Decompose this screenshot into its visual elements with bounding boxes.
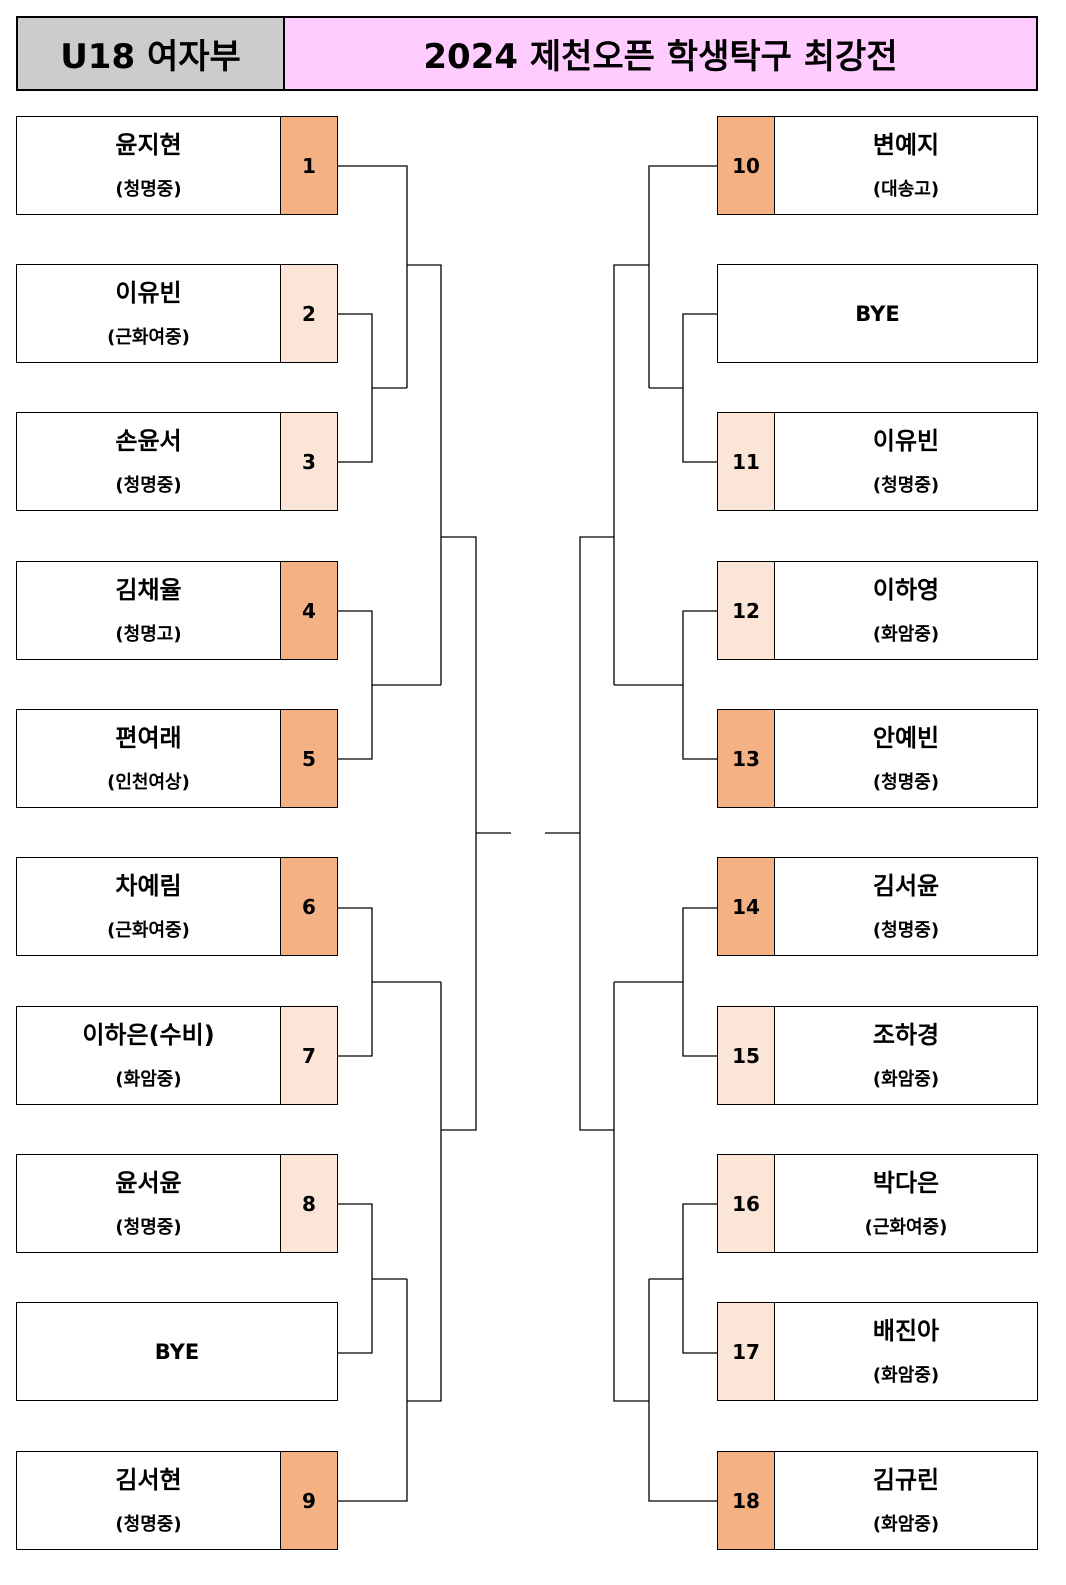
seed-number: 13 (718, 710, 775, 807)
player-school: (화암중) (872, 623, 940, 645)
player-school: (청명중) (872, 771, 940, 793)
bracket-line (649, 313, 717, 463)
bracket-line (407, 982, 442, 1402)
player-school: (화암중) (872, 1364, 940, 1386)
player-name: 김서현 (115, 1465, 182, 1494)
player-name: 이유빈 (115, 278, 182, 307)
player-school: (화암중) (872, 1513, 940, 1535)
player-card: 이하은(수비) (화암중) 7 (16, 1006, 338, 1105)
seed-number: 12 (718, 562, 775, 659)
seed-number: 3 (280, 413, 337, 510)
bracket-line (648, 1279, 717, 1502)
bracket-line (338, 165, 408, 388)
player-name: 차예림 (115, 871, 182, 900)
bracket-line (579, 536, 614, 1131)
player-card: 손윤서 (청명중) 3 (16, 412, 338, 511)
player-school: (청명중) (115, 474, 182, 496)
bracket-line (338, 313, 407, 463)
player-name: 배진아 (872, 1316, 940, 1345)
bracket-line (613, 264, 649, 685)
player-school: (청명중) (872, 474, 940, 496)
player-name: 박다은 (872, 1168, 940, 1197)
bracket-line (338, 1279, 408, 1502)
bye-card: BYE (717, 264, 1038, 363)
seed-number: 6 (280, 858, 337, 955)
player-school: (청명고) (115, 623, 182, 645)
seed-number: 17 (718, 1303, 775, 1400)
player-school: (인천여상) (107, 771, 190, 793)
bye-label: BYE (855, 301, 900, 326)
player-name: 손윤서 (115, 426, 182, 455)
seed-number: 5 (280, 710, 337, 807)
player-name: 이유빈 (872, 426, 940, 455)
player-name: 안예빈 (872, 723, 940, 752)
seed-number: 14 (718, 858, 775, 955)
player-school: (근화여중) (107, 326, 190, 348)
player-card: 윤지현 (청명중) 1 (16, 116, 338, 215)
player-card: 14 김서윤 (청명중) (717, 857, 1038, 956)
seed-number: 1 (280, 117, 337, 214)
player-school: (대송고) (872, 178, 940, 200)
seed-number: 10 (718, 117, 775, 214)
player-name: 김채율 (115, 575, 182, 604)
player-school: (청명중) (115, 178, 182, 200)
seed-number: 15 (718, 1007, 775, 1104)
player-school: (화암중) (115, 1068, 182, 1090)
bracket-line (338, 610, 441, 760)
tournament-title: 2024 제천오픈 학생탁구 최강전 (285, 18, 1036, 89)
bye-label: BYE (154, 1339, 200, 1364)
bye-card: BYE (16, 1302, 338, 1401)
player-card: 편여래 (인천여상) 5 (16, 709, 338, 808)
player-name: 편여래 (115, 723, 182, 752)
player-school: (청명중) (872, 919, 940, 941)
player-card: 차예림 (근화여중) 6 (16, 857, 338, 956)
seed-number: 7 (280, 1007, 337, 1104)
player-name: 조하경 (872, 1020, 940, 1049)
seed-number: 4 (280, 562, 337, 659)
player-card: 18 김규린 (화암중) (717, 1451, 1038, 1550)
bracket-line (441, 536, 477, 1131)
bracket-line (649, 1203, 717, 1354)
bracket-line (614, 907, 717, 1057)
seed-number: 16 (718, 1155, 775, 1252)
player-name: 변예지 (872, 130, 940, 159)
player-school: (청명중) (115, 1216, 182, 1238)
seed-number: 11 (718, 413, 775, 510)
player-name: 이하영 (872, 575, 940, 604)
player-card: 김채율 (청명고) 4 (16, 561, 338, 660)
category-label: U18 여자부 (18, 18, 285, 89)
bracket-line (338, 1203, 407, 1354)
player-school: (청명중) (115, 1513, 182, 1535)
player-school: (근화여중) (864, 1216, 948, 1238)
player-card: 11 이유빈 (청명중) (717, 412, 1038, 511)
bracket-header: U18 여자부 2024 제천오픈 학생탁구 최강전 (16, 16, 1038, 91)
player-card: 김서현 (청명중) 9 (16, 1451, 338, 1550)
player-card: 17 배진아 (화암중) (717, 1302, 1038, 1401)
bracket-line (648, 165, 717, 388)
seed-number: 8 (280, 1155, 337, 1252)
player-card: 15 조하경 (화암중) (717, 1006, 1038, 1105)
player-card: 10 변예지 (대송고) (717, 116, 1038, 215)
bracket-line (613, 982, 649, 1402)
bracket-line (338, 907, 441, 1057)
seed-number: 2 (280, 265, 337, 362)
seed-number: 18 (718, 1452, 775, 1549)
player-card: 12 이하영 (화암중) (717, 561, 1038, 660)
player-name: 김서윤 (872, 871, 940, 900)
player-name: 김규린 (872, 1465, 940, 1494)
player-card: 이유빈 (근화여중) 2 (16, 264, 338, 363)
player-school: (화암중) (872, 1068, 940, 1090)
seed-number: 9 (280, 1452, 337, 1549)
bracket-line (614, 610, 717, 760)
player-card: 13 안예빈 (청명중) (717, 709, 1038, 808)
player-card: 16 박다은 (근화여중) (717, 1154, 1038, 1253)
player-card: 윤서윤 (청명중) 8 (16, 1154, 338, 1253)
player-school: (근화여중) (107, 919, 190, 941)
bracket-line (407, 264, 442, 685)
player-name: 이하은(수비) (82, 1020, 215, 1049)
player-name: 윤지현 (115, 130, 182, 159)
player-name: 윤서윤 (115, 1168, 182, 1197)
